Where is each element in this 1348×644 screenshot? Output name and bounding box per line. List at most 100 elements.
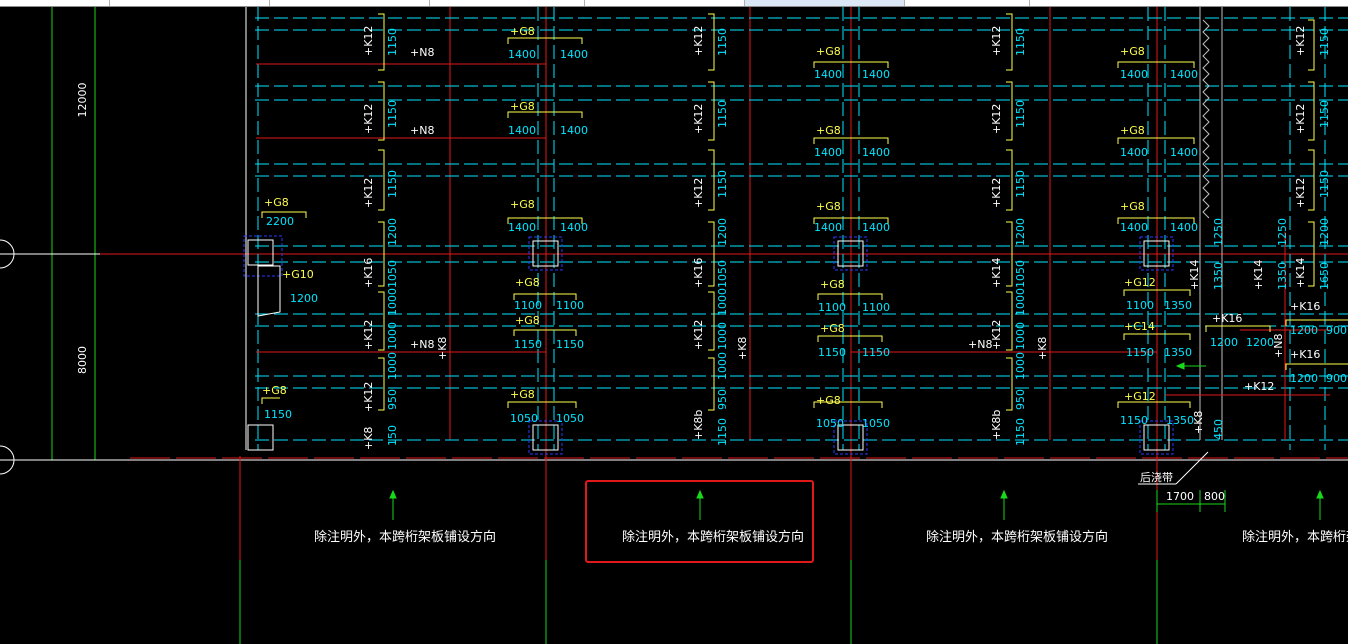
dimension-1700: 1700 [1166, 490, 1194, 503]
label-k16: +K16 [1290, 348, 1320, 361]
value-1150-vertical: 1150 [1318, 28, 1331, 56]
value-1400: 1400 [1170, 221, 1198, 234]
direction-arrows [389, 362, 1324, 520]
value-1150: 1150 [818, 346, 846, 359]
rebar-labels-white: +N8 +N8 +N8 +N8 +K12 +K16 +K16 +K16 +K8 … [362, 26, 1320, 450]
label-n8: +N8 [410, 124, 434, 137]
value-1200: 1200 [1210, 336, 1238, 349]
value-900: 900 [1326, 324, 1347, 337]
label-g8: +G8 [820, 278, 845, 291]
span-note: 除注明外，本跨桁架板铺设方向 [926, 529, 1108, 545]
value-150-vertical: 150 [386, 425, 399, 446]
label-n8: +N8 [410, 46, 434, 59]
label-g12: +G12 [1124, 276, 1156, 289]
dimension-800: 800 [1204, 490, 1225, 503]
label-k12-vertical: +K12 [990, 320, 1003, 350]
value-1350: 1350 [1164, 346, 1192, 359]
value-1200: 1200 [1290, 372, 1318, 385]
toolbar-cell[interactable] [745, 0, 905, 6]
value-1050: 1050 [510, 412, 538, 425]
value-1150-vertical: 1150 [1318, 170, 1331, 198]
value-1400: 1400 [560, 221, 588, 234]
value-1400: 1400 [1120, 68, 1148, 81]
shear-wall-outline [257, 265, 281, 317]
value-1150-vertical: 1150 [1014, 418, 1027, 446]
label-k12-vertical: +K12 [692, 104, 705, 134]
label-k8-vertical: +K8 [1036, 337, 1049, 360]
dimension-8000: 8000 [76, 346, 89, 374]
label-k12-vertical: +K12 [362, 104, 375, 134]
value-1150-vertical: 1150 [716, 100, 729, 128]
toolbar-cell[interactable] [430, 0, 585, 6]
value-1150-vertical: 1150 [386, 100, 399, 128]
toolbar-cell[interactable] [0, 0, 110, 6]
value-1050-vertical: 1050 [1014, 260, 1027, 288]
label-k12-vertical: +K12 [990, 178, 1003, 208]
label-g8: +G8 [1120, 200, 1145, 213]
value-1350: 1350 [1166, 414, 1194, 427]
label-k8-vertical: +K8 [736, 337, 749, 360]
value-1400: 1400 [862, 68, 890, 81]
value-1350-vertical: 1350 [1276, 262, 1289, 290]
value-1400: 1400 [814, 221, 842, 234]
value-1150-vertical: 1150 [1014, 170, 1027, 198]
label-g8: +G8 [816, 45, 841, 58]
value-1000-vertical: 1000 [716, 322, 729, 350]
label-g8: +G8 [510, 388, 535, 401]
cyan-grid-vertical [257, 7, 1326, 450]
value-1400: 1400 [1170, 68, 1198, 81]
value-1400: 1400 [862, 221, 890, 234]
value-950-vertical: 950 [716, 389, 729, 410]
value-1000-vertical: 1000 [386, 352, 399, 380]
highlight-annotation-box [585, 480, 814, 563]
value-1050-vertical: 1050 [716, 260, 729, 288]
label-k14-vertical: +K14 [1252, 260, 1265, 290]
value-900: 900 [1326, 372, 1347, 385]
label-k16-vertical: +K16 [362, 258, 375, 288]
value-1150: 1150 [1120, 414, 1148, 427]
value-1200: 1200 [290, 292, 318, 305]
label-k12-vertical: +K12 [692, 178, 705, 208]
value-1000-vertical: 1000 [716, 288, 729, 316]
label-g8: +G8 [510, 100, 535, 113]
rebar-values: 1400 1400 1400 1400 1400 1400 1100 1100 … [264, 28, 1347, 446]
toolbar-cell[interactable] [905, 0, 1030, 6]
value-1100: 1100 [818, 301, 846, 314]
span-note-truncated: 除注明外，本跨桁架板铺 [1242, 530, 1348, 545]
value-1200: 1200 [1246, 336, 1274, 349]
label-k16: +K16 [1212, 312, 1242, 325]
value-1150: 1150 [1126, 346, 1154, 359]
left-dimension-lines [40, 7, 100, 461]
value-1200-vertical: 1200 [386, 218, 399, 246]
label-g8: +G8 [510, 198, 535, 211]
value-1050-vertical: 1050 [386, 260, 399, 288]
label-k8-vertical: +K8 [362, 427, 375, 450]
value-450-vertical: 450 [1212, 419, 1225, 440]
post-pour-band-label: 后浇带 [1140, 471, 1173, 484]
label-g8: +G8 [264, 196, 289, 209]
value-1000-vertical: 1000 [386, 288, 399, 316]
toolbar-cell[interactable] [270, 0, 430, 6]
cyan-grid-horizontal [255, 17, 1348, 441]
label-k8b-vertical: +K8b [692, 410, 705, 440]
label-k12-vertical: +K12 [362, 382, 375, 412]
toolbar-cell[interactable] [585, 0, 745, 6]
label-k12-vertical: +K12 [692, 26, 705, 56]
rebar-brackets-yellow [261, 13, 1348, 411]
value-1150-vertical: 1150 [1014, 100, 1027, 128]
value-1150-vertical: 1150 [386, 28, 399, 56]
value-2200: 2200 [266, 215, 294, 228]
label-g8: +G8 [515, 276, 540, 289]
value-1150: 1150 [514, 338, 542, 351]
value-1150: 1150 [556, 338, 584, 351]
value-1400: 1400 [1120, 146, 1148, 159]
value-1400: 1400 [1170, 146, 1198, 159]
value-1200-vertical: 1200 [1014, 218, 1027, 246]
toolbar-cell[interactable] [110, 0, 270, 6]
label-k8-vertical: +K8 [1192, 411, 1205, 434]
label-n8-vertical: +N8 [1272, 334, 1285, 358]
label-g8: +G8 [262, 384, 287, 397]
cad-drawing-canvas[interactable]: 12000 8000 [0, 7, 1348, 644]
value-1100: 1100 [862, 301, 890, 314]
span-note: 除注明外，本跨桁架板铺设方向 [622, 529, 804, 545]
